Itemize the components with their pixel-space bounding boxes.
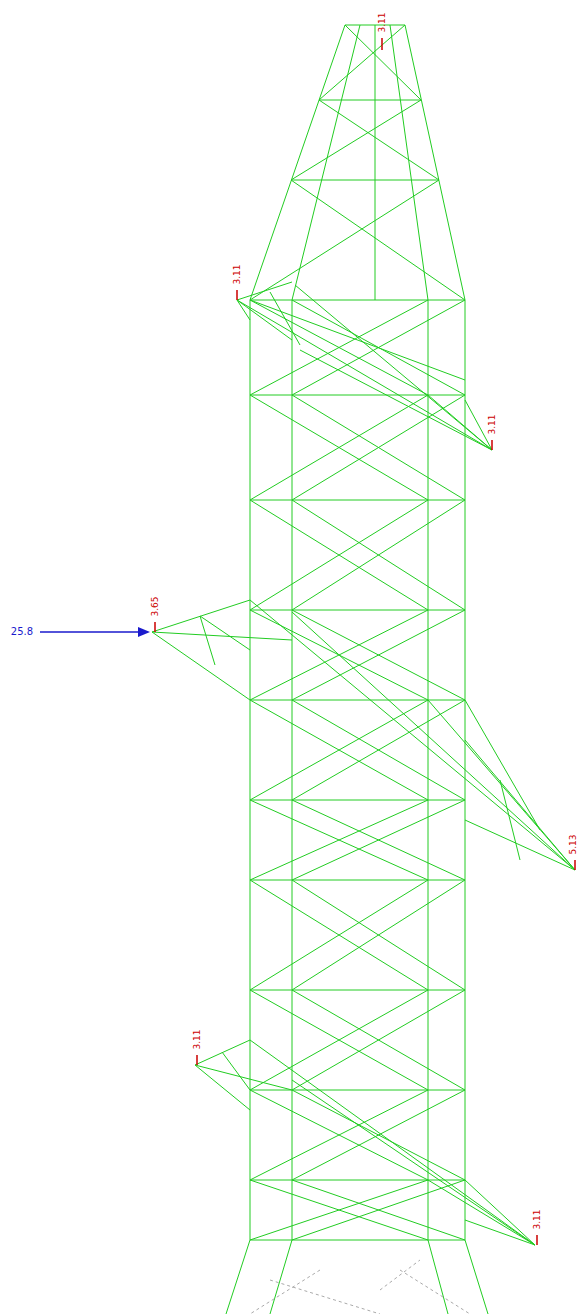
load-value: 3.11 xyxy=(487,414,496,434)
load-value: 3.65 xyxy=(150,596,159,616)
load-value: 3.11 xyxy=(532,1209,541,1229)
force-value: 25.8 xyxy=(11,627,33,637)
load-value: 3.11 xyxy=(192,1029,201,1049)
load-value: 5.13 xyxy=(568,834,577,854)
load-value: 3.11 xyxy=(377,12,386,32)
load-value: 3.11 xyxy=(232,264,241,284)
